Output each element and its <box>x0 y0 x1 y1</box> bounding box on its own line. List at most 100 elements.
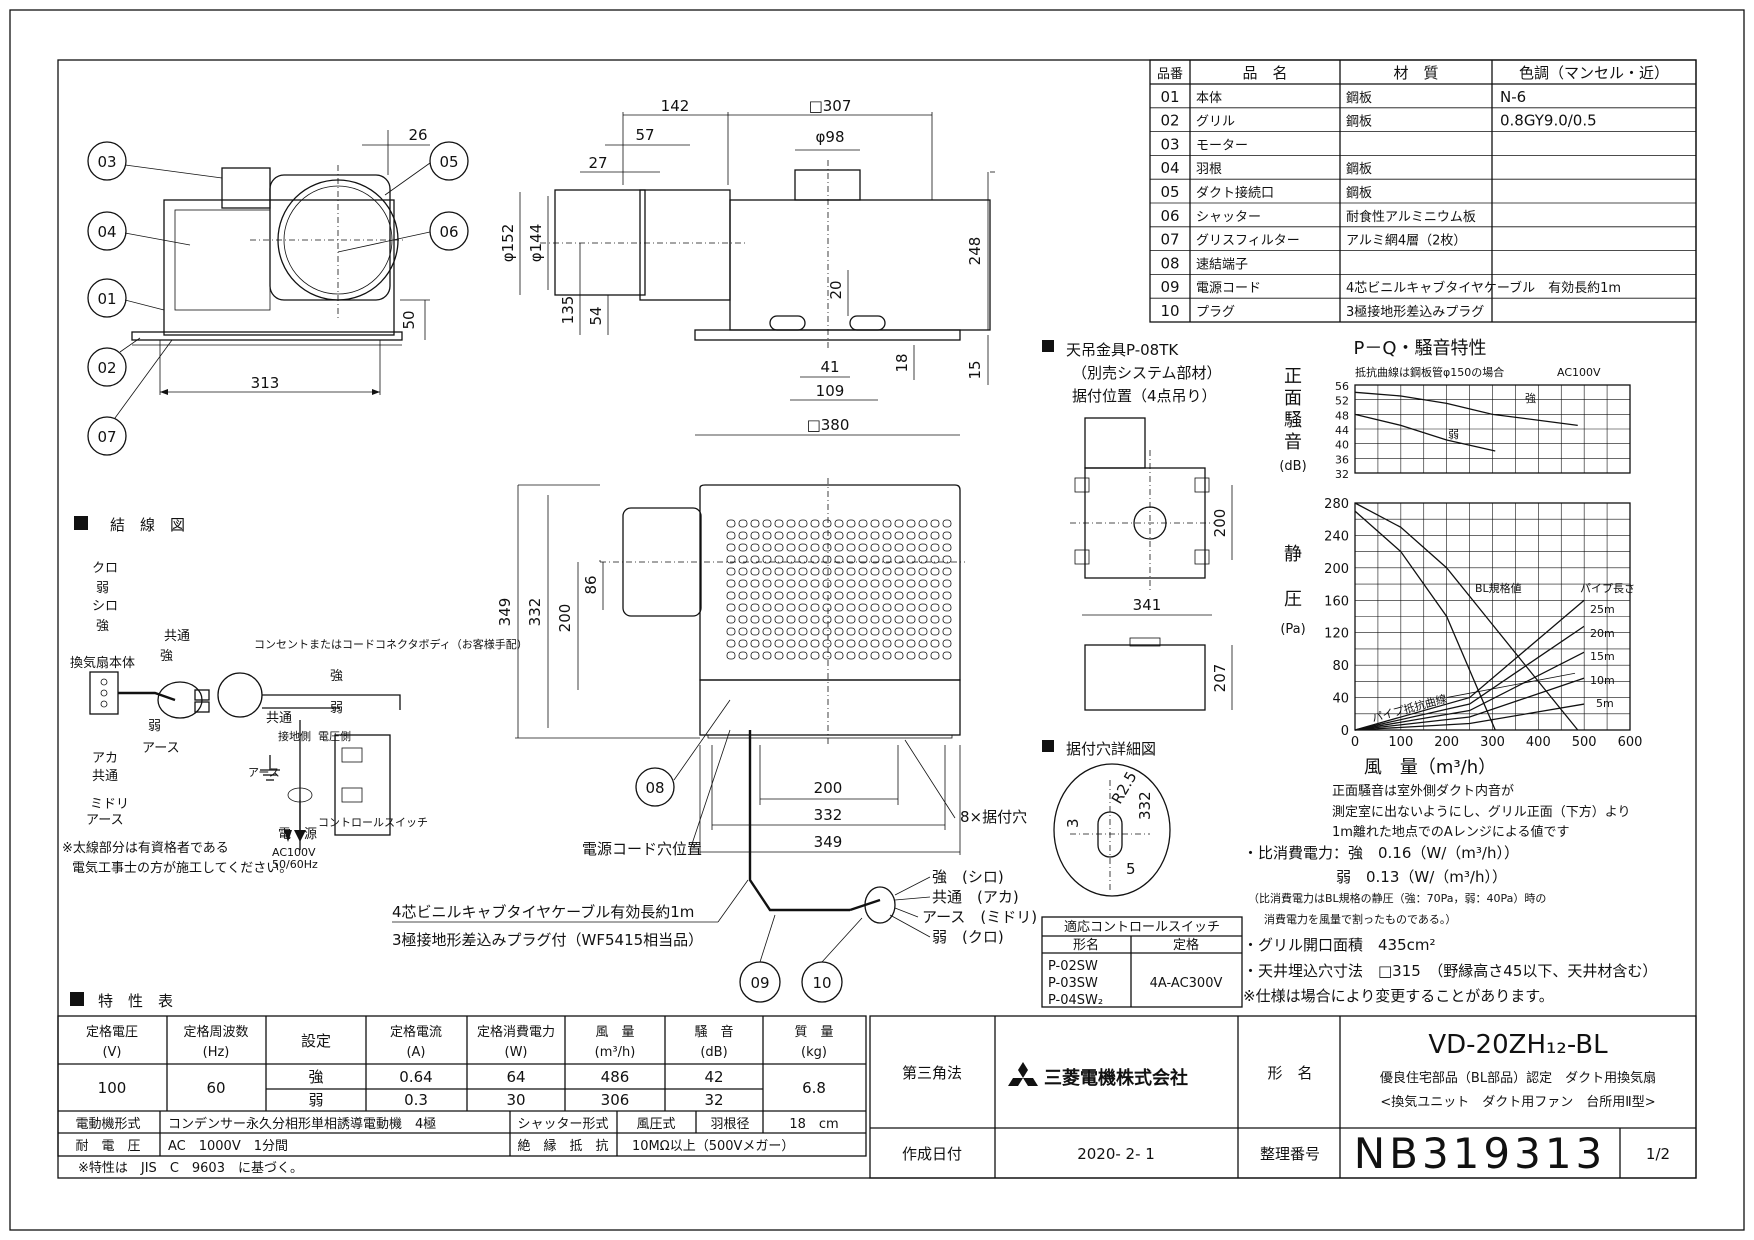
wiring-label: コントロールスイッチ <box>318 816 428 829</box>
grill-hole <box>822 555 832 564</box>
grill-hole <box>750 567 760 576</box>
hanger-dim-207: 207 <box>1211 664 1229 693</box>
grill-hole <box>906 531 916 540</box>
side-dim-18: 18 <box>893 353 911 372</box>
grill-hole <box>774 627 784 636</box>
grill-hole <box>798 567 808 576</box>
char-header: 定格電流 <box>390 1024 442 1040</box>
char-header: 騒 音 <box>694 1024 733 1040</box>
bottom-dim-332: 332 <box>526 598 544 627</box>
char-cell: 32 <box>704 1091 723 1109</box>
grill-hole <box>930 567 940 576</box>
grill-hole <box>882 603 892 612</box>
grill-hole <box>918 615 928 624</box>
pressure-tick: 80 <box>1332 659 1349 674</box>
char-header-unit: (m³/h) <box>595 1045 636 1060</box>
parts-row-material: 4芯ビニルキャブタイヤケーブル 有効長約1m <box>1346 280 1621 296</box>
callout-02: 02 <box>97 359 116 377</box>
grill-hole <box>810 579 820 588</box>
grill-hole <box>894 555 904 564</box>
parts-row-no: 07 <box>1160 231 1179 249</box>
ctrl-header: 適応コントロールスイッチ <box>1064 919 1220 935</box>
grill-hole <box>870 555 880 564</box>
grill-hole <box>786 603 796 612</box>
x-tick: 0 <box>1351 735 1359 750</box>
hanger-title: 天吊金具P-08TK <box>1066 341 1179 359</box>
wiring-label: 電圧側 <box>318 730 351 743</box>
char-cell: 64 <box>506 1068 525 1086</box>
pressure-tick: 240 <box>1324 529 1349 544</box>
hanger-sub2: 据付位置（4点吊り） <box>1072 387 1217 405</box>
grill-hole <box>798 603 808 612</box>
grill-hole <box>882 627 892 636</box>
grill-hole <box>726 651 736 660</box>
char-cell: 0.64 <box>399 1068 432 1086</box>
grill-hole <box>882 651 892 660</box>
grill-hole <box>738 531 748 540</box>
parts-row-name: グリスフィルター <box>1196 234 1300 249</box>
grill-hole <box>906 579 916 588</box>
noise-series-強 <box>1354 391 1578 426</box>
hanger-view: 天吊金具P-08TK （別売システム部材） 据付位置（4点吊り） 200 341… <box>1042 340 1233 711</box>
plug-pin-4: 弱 (クロ) <box>932 928 1004 946</box>
grill-hole <box>726 567 736 576</box>
callout-08: 08 <box>645 779 664 797</box>
noise-axis-label: 音 <box>1284 432 1302 453</box>
grill-hole <box>858 591 868 600</box>
plug-pin-2: 共通 (アカ) <box>932 888 1019 906</box>
chart-curve-label: パイプ長さ <box>1580 582 1635 595</box>
grill-hole <box>726 603 736 612</box>
grill-hole <box>930 543 940 552</box>
grill-hole <box>918 651 928 660</box>
grill-hole <box>858 639 868 648</box>
bottom-dim-349: 349 <box>496 598 514 627</box>
inner-frame <box>57 59 1697 1179</box>
parts-row-name: 速結端子 <box>1196 257 1248 272</box>
callout-07: 07 <box>97 428 116 446</box>
grill-hole <box>726 555 736 564</box>
pq-note: 正面騒音は室外側ダクト内音が <box>1332 783 1514 799</box>
grill-hole <box>858 531 868 540</box>
grill-hole <box>894 603 904 612</box>
grill-hole <box>942 615 952 624</box>
wiring-label: ミドリ <box>90 797 129 812</box>
grill-hole <box>870 579 880 588</box>
noise-axis-label: (dB) <box>1279 459 1306 474</box>
pressure-series-5m <box>1354 703 1585 731</box>
grill-hole <box>774 567 784 576</box>
grill-hole <box>834 519 844 528</box>
grill-hole <box>726 519 736 528</box>
wiring-label: アカ <box>92 751 118 766</box>
pressure-tick: 200 <box>1324 562 1349 577</box>
ctrl-rating: 4A-AC300V <box>1150 976 1223 991</box>
front-dim-26: 26 <box>408 126 427 144</box>
chart-curve-label: パイプ抵抗曲線 <box>1370 691 1448 724</box>
noise-axis-label: 正 <box>1284 366 1302 387</box>
pq-note: 測定室に出ないようにし、グリル正面（下方）より <box>1332 804 1630 820</box>
grill-hole <box>738 591 748 600</box>
company-logo-icon <box>1008 1062 1038 1086</box>
grill-hole <box>894 615 904 624</box>
char-cell: 306 <box>601 1091 630 1109</box>
char-cell: 486 <box>601 1068 630 1086</box>
grill-hole <box>834 555 844 564</box>
grill-hole <box>834 603 844 612</box>
grill-hole <box>894 627 904 636</box>
grill-hole <box>858 519 868 528</box>
grill-hole <box>834 639 844 648</box>
parts-header-no: 品番 <box>1157 67 1183 82</box>
grill-hole <box>834 591 844 600</box>
wiring-title: 結 線 図 <box>110 516 185 534</box>
grill-hole <box>870 519 880 528</box>
grill-hole <box>918 603 928 612</box>
callout-04: 04 <box>97 223 116 241</box>
mount-detail-title: 据付穴詳細図 <box>1066 740 1156 758</box>
grill-hole <box>894 567 904 576</box>
bl-spec-line <box>1446 672 1576 698</box>
grill-hole <box>894 531 904 540</box>
grill-hole <box>822 591 832 600</box>
hanger-dim-200: 200 <box>1211 509 1229 538</box>
grill-hole <box>882 579 892 588</box>
grill-hole <box>834 531 844 540</box>
grill-hole <box>822 531 832 540</box>
